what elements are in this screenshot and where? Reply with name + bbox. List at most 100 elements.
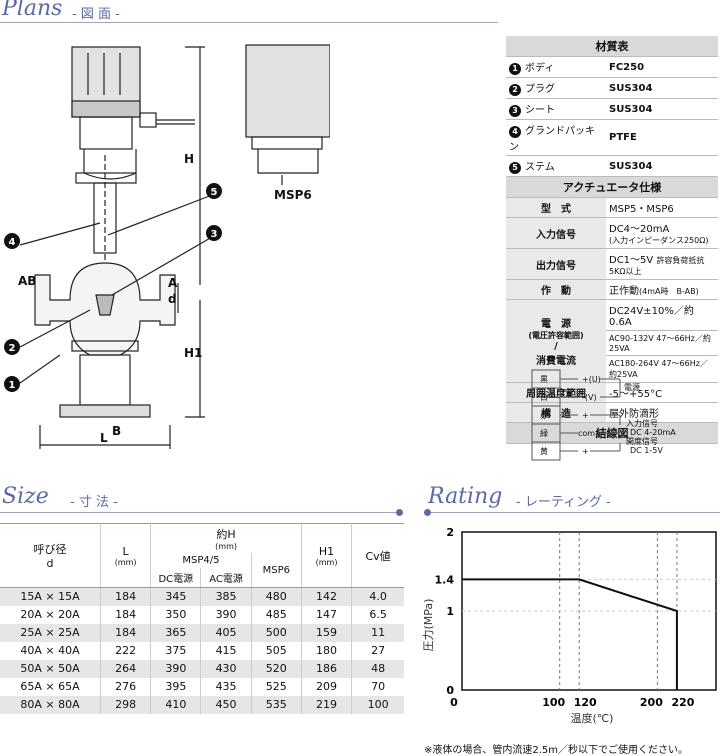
svg-text:5: 5: [211, 187, 218, 198]
table-cell: 405: [200, 623, 252, 642]
wire-white: 白: [540, 392, 548, 402]
table-cell: 345: [150, 587, 202, 606]
callout-4: 4: [4, 233, 20, 249]
table-cell: 390: [150, 659, 202, 678]
actuator-header: アクチュエータ仕様: [506, 176, 718, 198]
wire-yellow: 黄: [540, 446, 548, 456]
label-b: B: [112, 424, 121, 438]
table-cell: 70: [351, 677, 404, 696]
table-cell: 219: [301, 695, 353, 714]
table-cell: 375: [150, 641, 202, 660]
table-cell: 6.5: [351, 605, 404, 624]
chart-ylabel: 圧力(MPa): [422, 599, 435, 652]
table-cell: 4.0: [351, 587, 404, 606]
table-cell: 410: [150, 695, 202, 714]
callout-1: 1: [4, 376, 20, 392]
label-d: d: [168, 292, 177, 306]
table-cell: 11: [351, 623, 404, 642]
table-cell: 20A × 20A: [0, 605, 101, 624]
table-cell: 222: [100, 641, 152, 660]
table-cell: 15A × 15A: [0, 587, 101, 606]
table-cell: 350: [150, 605, 202, 624]
table-cell: 276: [100, 677, 152, 696]
table-cell: 80A × 80A: [0, 695, 101, 714]
table-cell: 435: [200, 677, 252, 696]
table-cell: 27: [351, 641, 404, 660]
y-tick-label: 1: [446, 605, 454, 618]
label-h: H: [184, 152, 194, 166]
table-cell: 25A × 25A: [0, 623, 101, 642]
label-a: A: [168, 276, 178, 290]
valve-drawing: 5 3 4 2 1 AB A B L H H1 d MSP6: [4, 44, 330, 449]
table-cell: 65A × 65A: [0, 677, 101, 696]
svg-text:DC 1-5V: DC 1-5V: [630, 446, 663, 455]
table-cell: 365: [150, 623, 202, 642]
table-cell: 147: [301, 605, 353, 624]
svg-text:2: 2: [9, 343, 16, 354]
table-cell: 186: [301, 659, 353, 678]
table-cell: 505: [251, 641, 302, 660]
materials-header: 材質表: [506, 36, 718, 57]
svg-text:1: 1: [9, 380, 16, 391]
wiring-input: 入力信号: [626, 418, 658, 428]
table-cell: 480: [251, 587, 302, 606]
wire-black: 黒: [540, 375, 548, 384]
table-cell: 500: [251, 623, 302, 642]
svg-text:-(V): -(V): [582, 393, 597, 402]
wiring-open: 開度信号: [626, 436, 658, 446]
table-cell: 450: [200, 695, 252, 714]
size-rule: [0, 512, 400, 513]
size-subtitle: - 寸 法 -: [70, 495, 118, 510]
table-cell: 298: [100, 695, 152, 714]
y-tick-label: 2: [446, 526, 454, 539]
svg-text:DC 4-20mA: DC 4-20mA: [630, 428, 676, 437]
table-cell: 430: [200, 659, 252, 678]
table-cell: 415: [200, 641, 252, 660]
table-cell: 40A × 40A: [0, 641, 101, 660]
wire-red: 赤: [540, 411, 548, 420]
footnote: ※液体の場合、管内流速2.5m／秒以下でご使用ください。: [424, 745, 689, 756]
table-cell: 209: [301, 677, 353, 696]
table-cell: 159: [301, 623, 353, 642]
table-cell: 50A × 50A: [0, 659, 101, 678]
table-cell: 142: [301, 587, 353, 606]
plans-title: Plans: [2, 0, 63, 21]
svg-text:com: com: [578, 429, 595, 438]
y-tick-label: 0: [446, 684, 454, 697]
table-cell: 535: [251, 695, 302, 714]
wire-green: 緑: [540, 428, 548, 438]
size-rule-dot: [396, 509, 403, 516]
plans-subtitle: - 図 面 -: [72, 7, 120, 22]
table-cell: 264: [100, 659, 152, 678]
table-cell: 385: [200, 587, 252, 606]
callout-5: 5: [206, 183, 222, 199]
x-tick-label: 100: [542, 696, 565, 709]
table-cell: 520: [251, 659, 302, 678]
label-msp6: MSP6: [274, 188, 312, 202]
series-line: [462, 578, 678, 690]
table-cell: 180: [301, 641, 353, 660]
table-cell: 485: [251, 605, 302, 624]
svg-text:+: +: [582, 411, 589, 420]
wiring-diagram: 黒 白 赤 緑 黄 +(U) -(V) + com + 電源 入力信号 DC 4…: [531, 369, 676, 461]
svg-text:3: 3: [211, 229, 218, 240]
size-title: Size: [2, 484, 49, 509]
y-tick-label: 1.4: [435, 573, 455, 586]
table-cell: 184: [100, 587, 152, 606]
plans-rule: [0, 22, 498, 23]
wiring-power: 電源: [624, 383, 640, 392]
table-cell: 390: [200, 605, 252, 624]
label-l: L: [100, 431, 108, 445]
rating-rule: [428, 512, 720, 513]
x-tick-label: 200: [640, 696, 663, 709]
